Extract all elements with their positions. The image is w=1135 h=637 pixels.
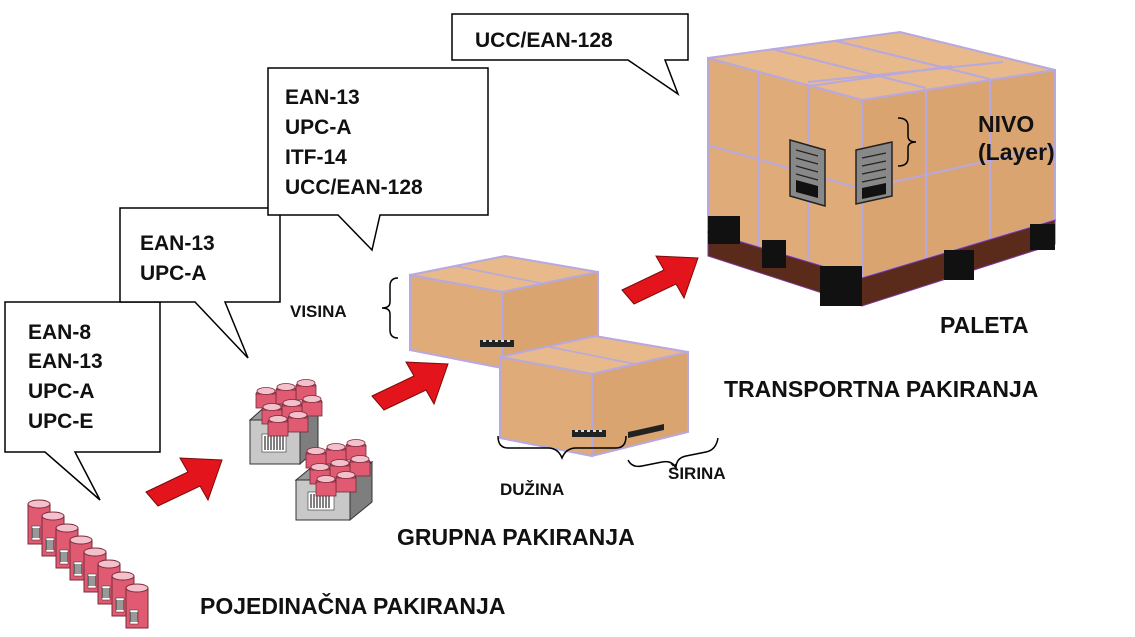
code-itf14: ITF-14: [285, 146, 347, 169]
callout-pallet-codes: UCC/EAN-128: [451, 13, 689, 96]
flow-arrow-2: [371, 361, 449, 411]
height-label: VISINA: [290, 302, 347, 321]
pallet-label: PALETA: [940, 312, 1029, 338]
height-brace: [381, 277, 399, 339]
flow-arrow-1: [145, 457, 223, 507]
width-label: ŠIRINA: [668, 464, 726, 483]
group-packaging-label: GRUPNA PAKIRANJA: [397, 524, 635, 550]
carton-box-back: [409, 254, 599, 370]
code-upca: UPC-A: [285, 116, 352, 139]
single-units-illustration: [27, 499, 149, 629]
code-ucc-ean128: UCC/EAN-128: [475, 29, 613, 52]
code-ucc-ean128: UCC/EAN-128: [285, 176, 423, 199]
flow-arrow-3: [621, 255, 699, 305]
layer-label-line1: NIVO: [978, 111, 1034, 137]
transport-packaging-label: TRANSPORTNA PAKIRANJA: [724, 376, 1038, 402]
code-upca: UPC-A: [28, 380, 95, 403]
code-ean13: EAN-13: [140, 232, 215, 255]
single-packaging-label: POJEDINAČNA PAKIRANJA: [200, 592, 505, 619]
layer-label-line2: (Layer): [978, 139, 1055, 165]
callout-unit-codes: EAN-8 EAN-13 UPC-A UPC-E: [4, 301, 161, 501]
width-brace: [627, 437, 719, 469]
length-brace: [497, 435, 627, 461]
carton-box-front: [499, 334, 689, 458]
pallet-load: [707, 30, 1056, 307]
code-upce: UPC-E: [28, 410, 93, 433]
layer-brace: [897, 117, 917, 167]
length-label: DUŽINA: [500, 480, 564, 499]
callout-case-codes: EAN-13 UPC-A ITF-14 UCC/EAN-128: [267, 67, 489, 252]
group-pack-lower: [294, 439, 374, 522]
code-ean8: EAN-8: [28, 321, 91, 344]
code-ean13: EAN-13: [28, 350, 103, 373]
callout-bundle-codes: EAN-13 UPC-A: [119, 207, 281, 359]
code-ean13: EAN-13: [285, 86, 360, 109]
code-upca: UPC-A: [140, 262, 207, 285]
